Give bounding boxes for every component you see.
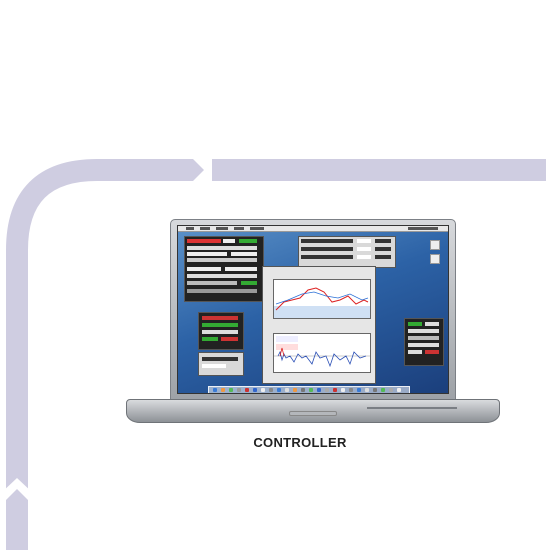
laptop-base [126,399,500,423]
menu-bar [178,226,448,232]
plot-window [262,266,376,384]
data-table-window [298,236,396,268]
bottom-plot [273,333,371,373]
control-panel-window [184,236,264,302]
chevron-right-icon [192,158,212,182]
laptop-screen [177,225,449,394]
laptop-icon [126,219,500,423]
settings-window [198,352,244,376]
top-plot [273,279,371,319]
desktop-icon [430,254,440,264]
laptop-lid [170,219,456,403]
trackpad [289,411,337,416]
desktop-icon [430,240,440,250]
right-control-window [404,318,444,366]
status-window [198,312,244,350]
dock [208,386,410,393]
caption-label: CONTROLLER [253,435,347,450]
